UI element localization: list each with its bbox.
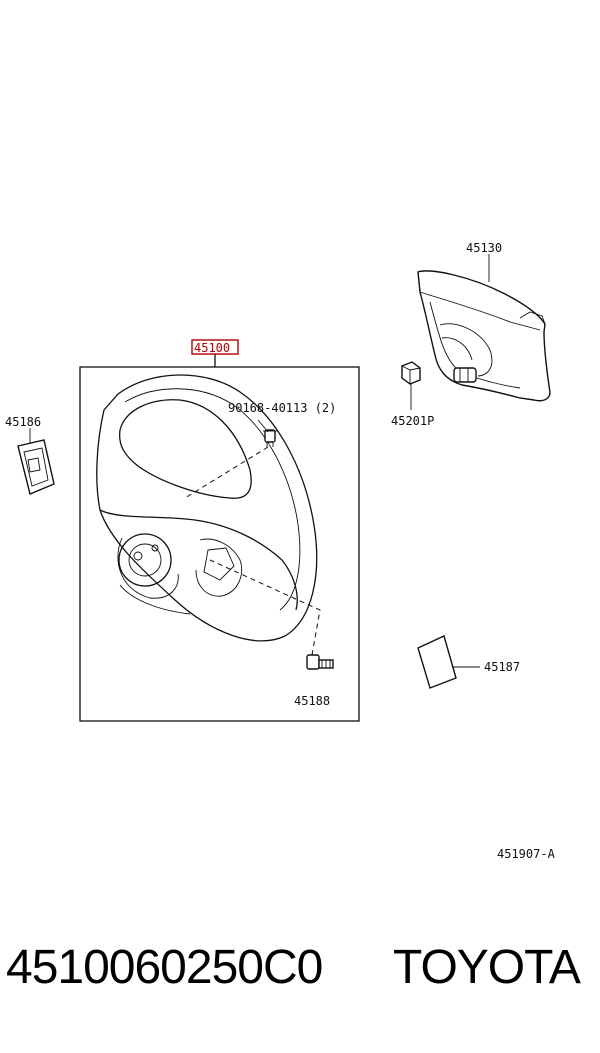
cover-45187[interactable] [417,635,457,689]
cover-45186[interactable] [17,439,55,495]
brand-caption: TOYOTA [393,941,581,994]
nut-45201p[interactable] [401,361,421,385]
callout-45188[interactable]: 45188 [294,694,330,708]
screw-leader-line [257,419,269,433]
steering-wheel-drawing [96,374,318,642]
bolt-dashed-path [209,559,321,656]
part-number-caption: 4510060250C0 [6,941,323,994]
wheel-callout-highlight [191,339,239,355]
wheel-group-frame [79,366,360,722]
figure-id: 451907-A [497,847,556,861]
screw-dashed-path [184,446,269,499]
callout-45187[interactable]: 45187 [484,660,520,674]
callout-45100[interactable]: 45100 [194,341,230,355]
callout-45130[interactable]: 45130 [466,241,502,255]
screw-90168[interactable] [263,429,277,447]
pad-assembly-45130[interactable] [417,270,551,402]
callout-45186[interactable]: 45186 [5,415,41,429]
callout-90168-40113[interactable]: 90168-40113 (2) [228,401,336,415]
bolt-45188[interactable] [306,654,334,670]
callout-45201P[interactable]: 45201P [391,414,434,428]
